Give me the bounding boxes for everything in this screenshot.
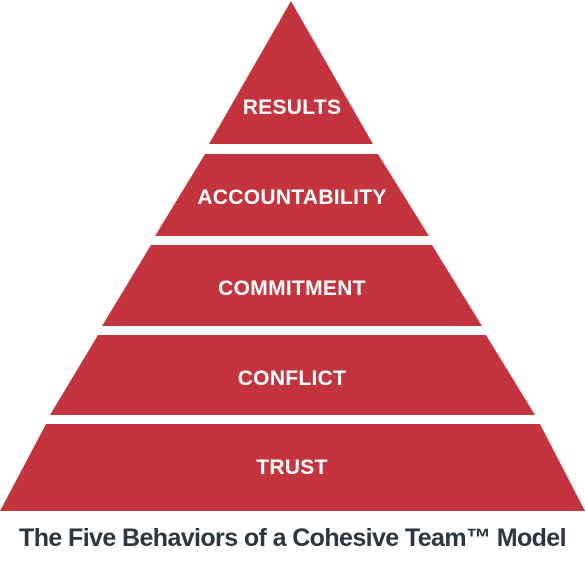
tier-results-shape: [209, 1, 373, 144]
tier-commitment: COMMITMENT: [102, 245, 482, 326]
tier-results: RESULTS: [209, 1, 373, 144]
tier-commitment-label: COMMITMENT: [218, 277, 366, 300]
tier-trust: TRUST: [0, 424, 585, 511]
model-caption: The Five Behaviors of a Cohesive Team™ M…: [19, 524, 567, 552]
tier-conflict: CONFLICT: [50, 335, 535, 415]
tier-trust-label: TRUST: [256, 456, 328, 479]
five-behaviors-pyramid: RESULTS ACCOUNTABILITY COMMITMENT CONFLI…: [0, 1, 585, 511]
tier-trust-shape: [0, 424, 585, 511]
tier-commitment-shape: [102, 245, 482, 326]
tier-conflict-shape: [50, 335, 535, 415]
tier-accountability-shape: [155, 154, 429, 236]
tier-conflict-label: CONFLICT: [238, 367, 347, 390]
tier-accountability: ACCOUNTABILITY: [155, 154, 429, 236]
tier-results-label: RESULTS: [243, 96, 342, 119]
tier-accountability-label: ACCOUNTABILITY: [197, 186, 386, 209]
